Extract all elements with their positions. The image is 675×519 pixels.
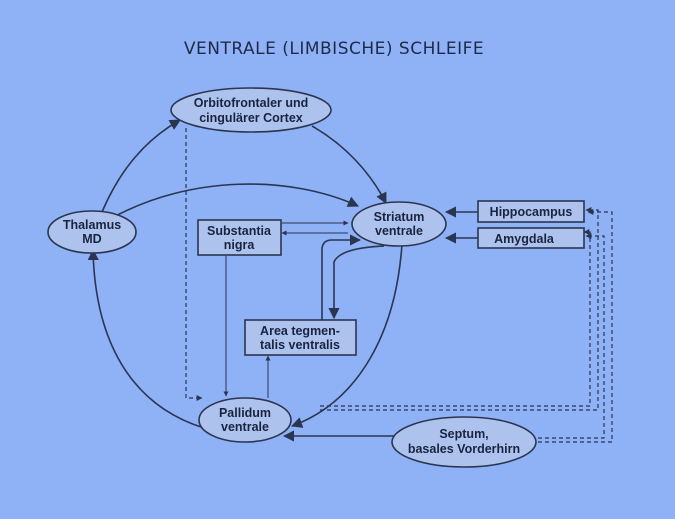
node-pallidum-line1: Pallidum [219,406,271,420]
edge-orbitofrontal-striatum [311,125,387,204]
node-pallidum-line2: ventrale [221,420,269,434]
node-thalamus: Thalamus MD [47,210,137,254]
edge-orbitofrontal-pallidum [185,128,203,401]
node-orbitofrontal-line2: cingulärer Cortex [199,111,303,125]
edge-pallidum-thalamus [87,248,205,429]
node-septum-line1: Septum, [439,427,488,441]
edge-septum-hippocampus [538,209,613,443]
node-substantia-line1: Substantia [207,224,272,238]
node-pallidum: Pallidum ventrale [198,397,292,443]
node-substantia-nigra: Substantia nigra [197,219,282,256]
edge-septum-amygdala [538,233,605,439]
node-striatum-line1: Striatum [374,210,425,224]
node-septum-line2: basales Vorderhirn [408,442,520,456]
node-area-line1: Area tegmen- [260,324,340,338]
node-hippocampus-label: Hippocampus [490,205,573,219]
edge-pallidum-amygdala [320,229,591,407]
node-amygdala-label: Amygdala [494,232,555,246]
node-amygdala: Amygdala [477,227,585,249]
node-orbitofrontal-line1: Orbitofrontaler und [194,96,309,110]
diagram-title: VENTRALE (LIMBISCHE) SCHLEIFE [184,39,484,59]
edge-area-striatum [321,234,362,320]
edge-striatum-pallidum [290,243,403,428]
node-area-tegmentalis: Area tegmen- talis ventralis [244,319,357,356]
edge-thalamus-striatum [111,183,360,219]
node-septum: Septum, basales Vorderhirn [391,416,537,468]
node-striatum: Striatum ventrale [351,201,447,247]
edge-thalamus-orbitofrontal [101,119,181,213]
node-thalamus-line2: MD [82,232,101,246]
edge-striatum-area [328,245,385,320]
node-substantia-line2: nigra [224,238,256,252]
node-hippocampus: Hippocampus [477,200,585,223]
node-orbitofrontal: Orbitofrontaler und cingulärer Cortex [170,87,332,133]
node-area-line2: talis ventralis [260,338,340,352]
node-thalamus-line1: Thalamus [63,218,121,232]
node-striatum-line2: ventrale [375,224,423,238]
